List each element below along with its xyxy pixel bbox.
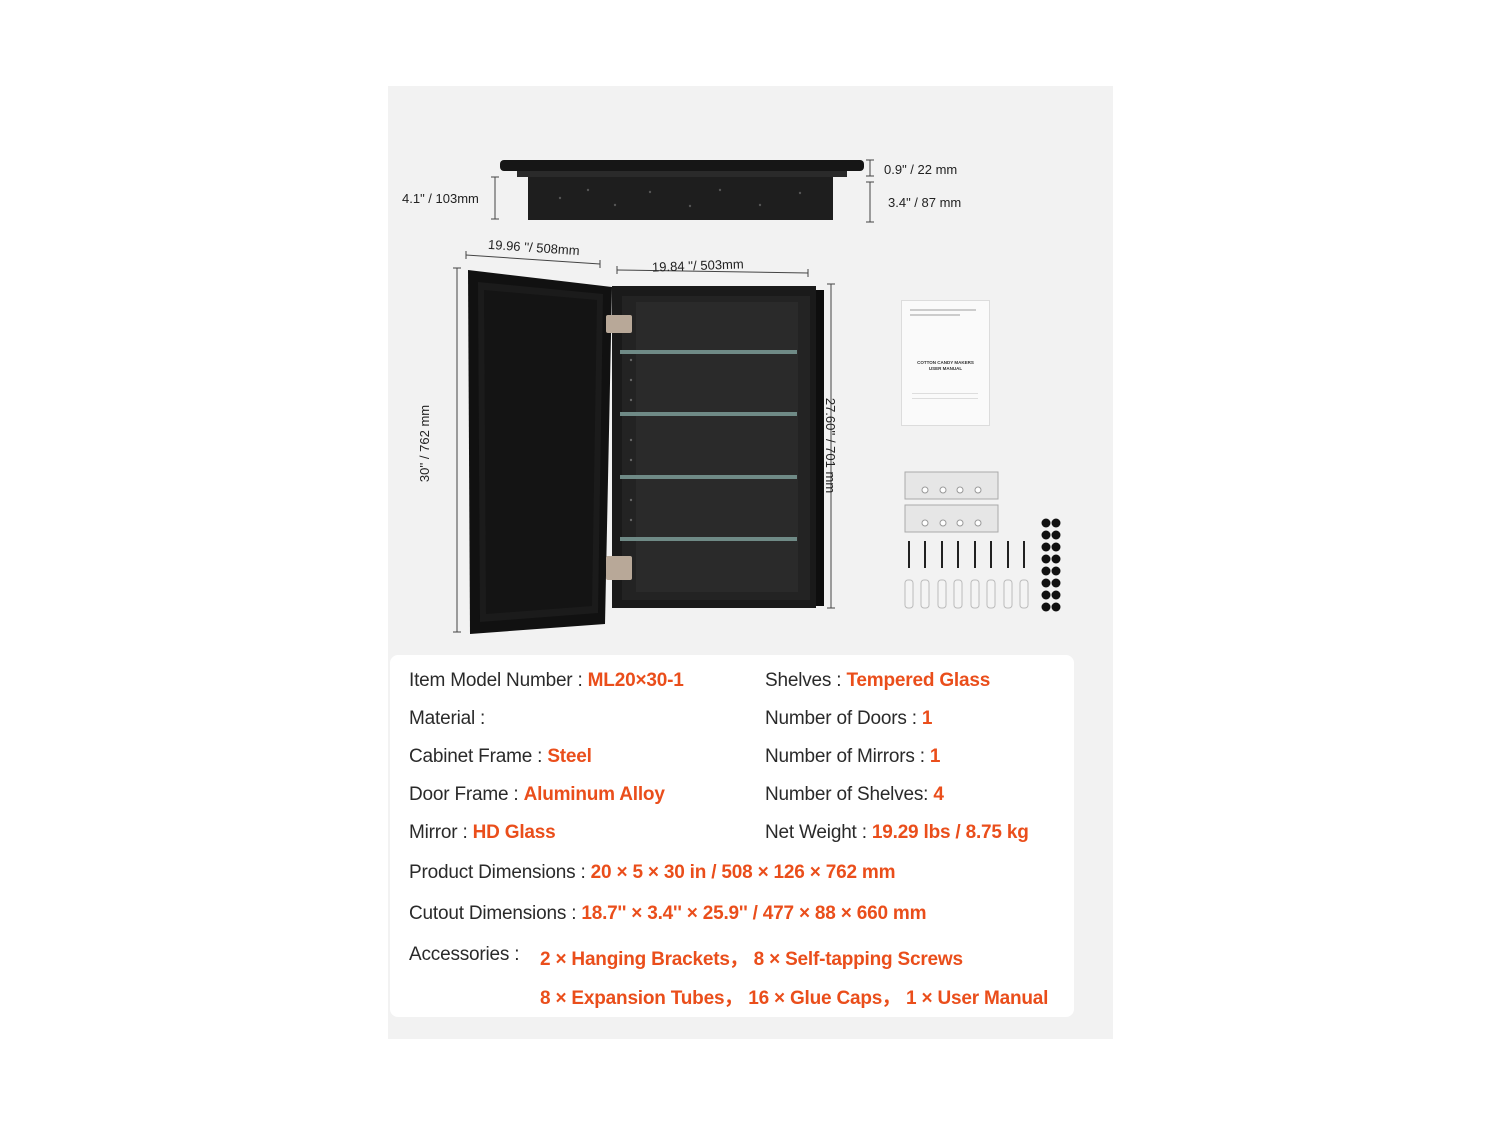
spec-label: Mirror :: [409, 822, 473, 843]
glue-caps: [1041, 518, 1061, 612]
manual-title-line1: COTTON CANDY MAKERS: [917, 360, 974, 365]
spec-value: Tempered Glass: [846, 670, 991, 691]
spec-number-of-mirrors: Number of Mirrors : 1: [765, 746, 941, 768]
top-body-depth-label: 3.4" / 87 mm: [888, 195, 962, 210]
spec-label: Material :: [409, 708, 486, 729]
hanging-brackets: [904, 471, 999, 533]
spec-value: 19.29 lbs / 8.75 kg: [871, 822, 1029, 843]
spec-accessories-line1: 2 × Hanging Brackets， 8 × Self-tapping S…: [540, 944, 963, 971]
top-total-depth-label: 4.1" / 103mm: [402, 191, 479, 206]
user-manual-image: COTTON CANDY MAKERS USER MANUAL: [901, 300, 990, 426]
specifications-panel: [390, 655, 1074, 1017]
spec-label: Shelves :: [765, 670, 847, 691]
spec-number-of-shelves: Number of Shelves: 4: [765, 784, 944, 806]
top-front-depth-label: 0.9" / 22 mm: [884, 162, 958, 177]
spec-label: Door Frame :: [409, 784, 524, 805]
spec-label: Product Dimensions :: [409, 862, 591, 883]
spec-value: 2 × Hanging Brackets， 8 × Self-tapping S…: [540, 949, 963, 970]
manual-title-line2: USER MANUAL: [928, 366, 963, 371]
spec-net-weight: Net Weight : 19.29 lbs / 8.75 kg: [765, 822, 1029, 844]
spec-label: Number of Doors :: [765, 708, 922, 729]
spec-value: Steel: [547, 746, 592, 767]
spec-material: Material :: [409, 708, 485, 730]
spec-accessories-line2: 8 × Expansion Tubes， 16 × Glue Caps， 1 ×…: [540, 983, 1048, 1010]
spec-mirror: Mirror : HD Glass: [409, 822, 556, 844]
spec-cabinet-frame: Cabinet Frame : Steel: [409, 746, 592, 768]
spec-value: 1: [921, 708, 933, 729]
spec-value: Aluminum Alloy: [523, 784, 665, 805]
spec-number-of-doors: Number of Doors : 1: [765, 708, 932, 730]
spec-accessories: Accessories :: [409, 944, 520, 966]
screws: [908, 541, 1025, 568]
spec-value: 18.7'' × 3.4'' × 25.9'' / 477 × 88 × 660…: [581, 903, 927, 924]
spec-label: Number of Shelves:: [765, 784, 934, 805]
spec-label: Net Weight :: [765, 822, 872, 843]
spec-item-model: Item Model Number : ML20×30-1: [409, 670, 684, 692]
spec-value: 1: [929, 746, 941, 767]
spec-value: ML20×30-1: [587, 670, 684, 691]
spec-label: Number of Mirrors :: [765, 746, 930, 767]
spec-cutout-dimensions: Cutout Dimensions : 18.7'' × 3.4'' × 25.…: [409, 903, 926, 925]
spec-label: Cutout Dimensions :: [409, 903, 582, 924]
spec-value: 4: [933, 784, 944, 805]
spec-product-dimensions: Product Dimensions : 20 × 5 × 30 in / 50…: [409, 862, 895, 884]
expansion-tubes: [904, 579, 1029, 609]
spec-door-frame: Door Frame : Aluminum Alloy: [409, 784, 665, 806]
spec-value: 20 × 5 × 30 in / 508 × 126 × 762 mm: [590, 862, 896, 883]
spec-value: 8 × Expansion Tubes， 16 × Glue Caps， 1 ×…: [540, 988, 1049, 1009]
spec-label: Accessories :: [409, 944, 520, 965]
spec-shelves: Shelves : Tempered Glass: [765, 670, 990, 692]
spec-label: Cabinet Frame :: [409, 746, 548, 767]
spec-value: HD Glass: [472, 822, 556, 843]
spec-label: Item Model Number :: [409, 670, 588, 691]
